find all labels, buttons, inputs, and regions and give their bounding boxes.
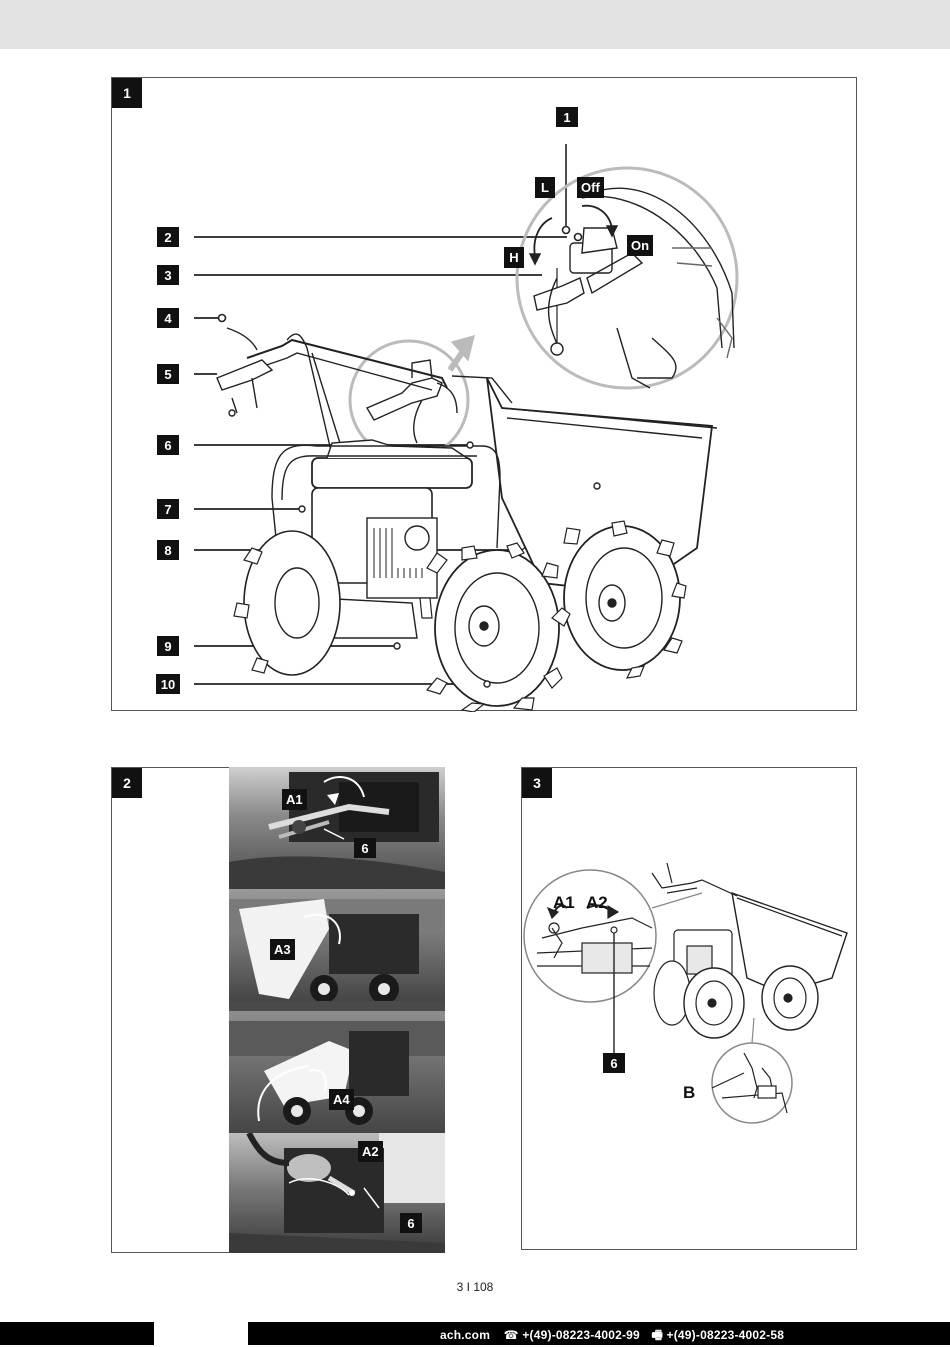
- photo4-label-a2: A2: [358, 1141, 383, 1162]
- photo-tub-tipped: A4: [229, 1011, 445, 1133]
- callout-10: 10: [156, 674, 180, 694]
- photo-tipping-lever: A1 6: [229, 767, 445, 889]
- switch-off-label: Off: [577, 177, 604, 198]
- callout-8: 8: [157, 540, 179, 560]
- page-number: 3 I 108: [456, 1280, 494, 1294]
- switch-on-label: On: [627, 235, 654, 256]
- dumper-drawing: [194, 144, 739, 712]
- fig3-label-a1: A1: [553, 893, 575, 912]
- fax-icon: 🖷: [651, 1328, 663, 1342]
- figure-3-panel: 3: [521, 767, 857, 1250]
- fig3-label-b: B: [683, 1083, 696, 1102]
- callout-3: 3: [157, 265, 179, 285]
- photo-tub-tipping: A3: [229, 889, 445, 1011]
- photo4-label-6: 6: [400, 1213, 422, 1233]
- throttle-high-label: H: [504, 247, 524, 268]
- fig3-label-a2: A2: [586, 893, 608, 912]
- figure-1-panel: 1: [111, 77, 857, 712]
- callout-6: 6: [157, 435, 179, 455]
- photo2-label-a3: A3: [270, 939, 295, 960]
- photo1-label-a1: A1: [282, 789, 307, 810]
- footer-fax[interactable]: +(49)-08223-4002-58: [666, 1328, 785, 1342]
- footer-phone[interactable]: +(49)-08223-4002-99: [522, 1328, 640, 1342]
- figure-3-number: 3: [522, 768, 552, 798]
- tipping-lock-drawing: [523, 862, 848, 1124]
- photo-lever-return: A2 6: [229, 1133, 445, 1253]
- footer-white-block: [154, 1322, 248, 1345]
- fig3-label-6: 6: [603, 1053, 625, 1073]
- footer-bar: ach.com ☎ +(49)-08223-4002-99 🖷 +(49)-08…: [0, 1322, 950, 1345]
- callout-9: 9: [157, 636, 179, 656]
- figure-1-number: 1: [112, 78, 142, 108]
- phone-icon: ☎: [503, 1328, 519, 1342]
- top-header-bar: [0, 0, 950, 49]
- photo3-label-a4: A4: [329, 1089, 354, 1110]
- photo1-label-6: 6: [354, 838, 376, 858]
- callout-4: 4: [157, 308, 179, 328]
- footer-contact: ach.com ☎ +(49)-08223-4002-99 🖷 +(49)-08…: [440, 1326, 784, 1347]
- callout-7: 7: [157, 499, 179, 519]
- callout-1: 1: [556, 107, 578, 127]
- throttle-low-label: L: [535, 177, 555, 198]
- footer-web[interactable]: ach.com: [440, 1328, 491, 1342]
- callout-5: 5: [157, 364, 179, 384]
- figure-2-number: 2: [112, 768, 142, 798]
- callout-2: 2: [157, 227, 179, 247]
